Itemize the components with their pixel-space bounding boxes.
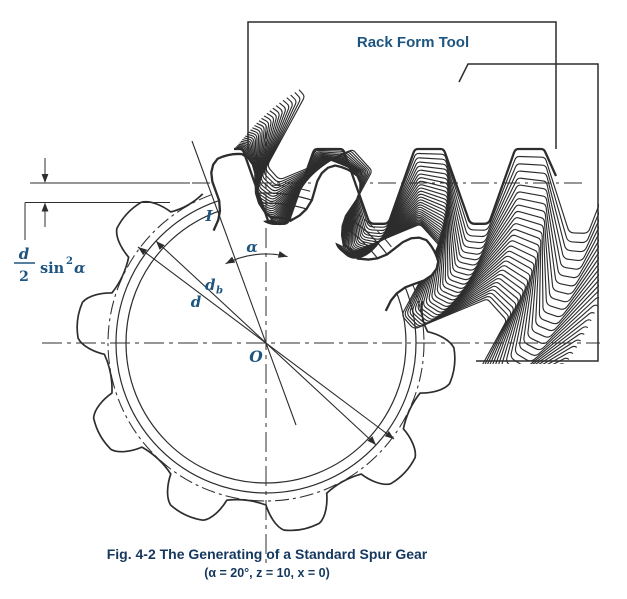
figure-caption-parameters: (α = 20°, z = 10, x = 0) bbox=[204, 566, 330, 580]
rack-form-tool-outline bbox=[234, 21, 599, 362]
diagram-labels: Rack Form Tool α db d O I d 2 sin 2 α Fi… bbox=[14, 34, 469, 580]
formula-exponent: 2 bbox=[66, 256, 73, 267]
gear-body bbox=[24, 126, 600, 566]
generated-teeth bbox=[210, 152, 440, 312]
pitch-diameter-label: d bbox=[191, 293, 202, 311]
formula-denominator: 2 bbox=[19, 269, 29, 285]
formula-numerator: d bbox=[19, 245, 30, 263]
interference-point-label: I bbox=[204, 207, 213, 225]
annotations bbox=[41, 140, 395, 446]
rack-form-tool-label: Rack Form Tool bbox=[357, 34, 469, 51]
formula-function: sin bbox=[40, 260, 65, 277]
formula-angle: α bbox=[74, 259, 86, 277]
generating-envelope bbox=[235, 89, 599, 364]
base-diameter-label: db bbox=[205, 276, 223, 297]
center-point-label: O bbox=[249, 347, 263, 366]
figure-caption: Fig. 4-2 The Generating of a Standard Sp… bbox=[107, 546, 428, 562]
undercut-formula: d 2 sin 2 α bbox=[14, 245, 86, 285]
pressure-angle-label: α bbox=[246, 238, 258, 256]
